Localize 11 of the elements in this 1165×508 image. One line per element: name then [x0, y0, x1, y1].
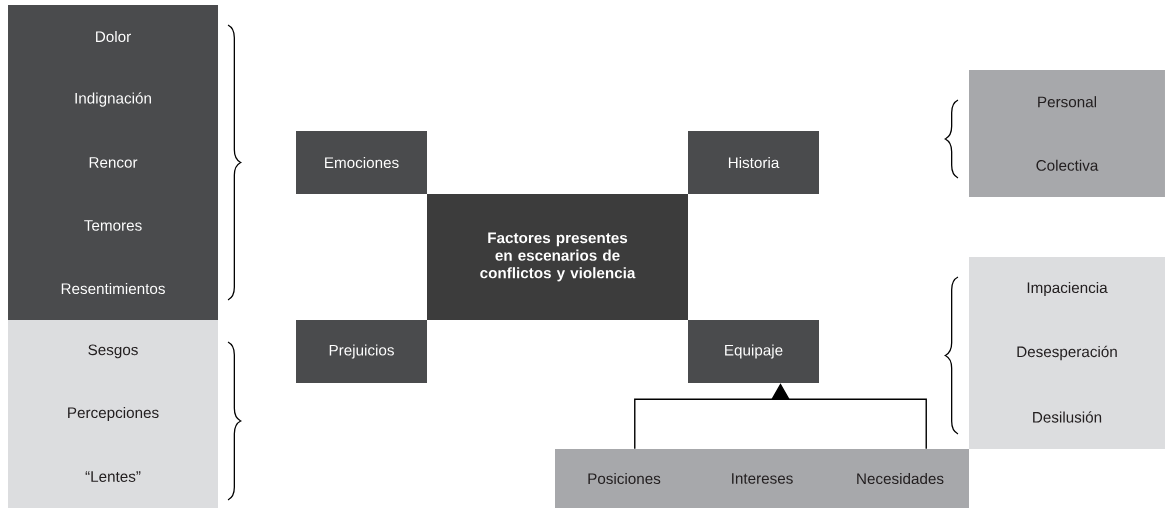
factor-box: Equipaje [688, 320, 819, 383]
category-box: Personal Colectiva [969, 70, 1165, 197]
factor-box: Prejuicios [296, 320, 427, 383]
category-box: Sesgos Percepciones “Lentes” [8, 320, 218, 508]
category-box: Dolor Indignación Rencor Temores Resentimientos [8, 5, 218, 320]
category-box: Impaciencia Desesperación Desilusión [969, 257, 1165, 449]
factor-box: Historia [688, 131, 819, 194]
central-box: Factores presentes en escenarios de conflictos y violencia [427, 194, 688, 320]
bracket-arrow [634, 383, 927, 450]
category-box: Posiciones Intereses Necesidades [555, 449, 969, 508]
factor-box: Emociones [296, 131, 427, 194]
